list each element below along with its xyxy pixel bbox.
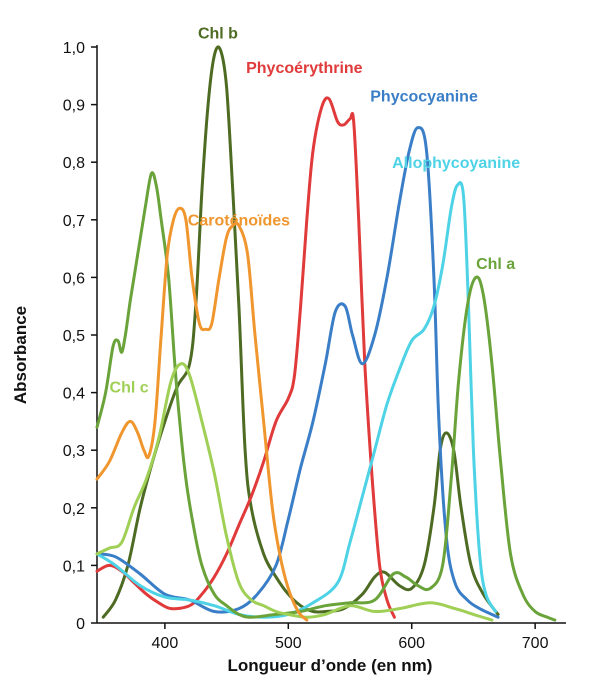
x-tick-label: 500 xyxy=(275,635,302,652)
x-ticks: 400 500 600 700 xyxy=(152,623,549,652)
y-tick-label: 0,6 xyxy=(63,270,85,287)
y-tick-label: 0,2 xyxy=(63,501,85,518)
curve-chl-b xyxy=(101,45,500,619)
y-tick-label: 0,9 xyxy=(63,98,85,115)
axes xyxy=(96,45,566,624)
series-label-phycocyanine: Phycocyanine xyxy=(370,89,478,106)
y-tick-label: 0,1 xyxy=(63,558,85,575)
curve-allophycoyanine xyxy=(95,181,498,619)
curve-chl-c xyxy=(95,362,494,622)
curve-phycoerythrine xyxy=(95,96,396,619)
y-tick-label: 0,7 xyxy=(63,213,85,230)
series-label-chl-c: Chl c xyxy=(110,380,149,397)
curve-carotenoides xyxy=(95,206,309,622)
y-tick-label: 0,5 xyxy=(63,328,85,345)
y-tick-label: 0,8 xyxy=(63,155,85,172)
series-label-carotenoides: Caroténoïdes xyxy=(188,213,290,230)
curve-chl-a xyxy=(95,171,557,622)
series-label-allophycoyanine: Allophycoyanine xyxy=(392,155,520,172)
y-tick-label: 0 xyxy=(76,616,85,633)
x-axis-label: Longueur d’onde (en nm) xyxy=(228,656,433,675)
y-axis-label: Absorbance xyxy=(11,306,30,404)
y-tick-label: 0,3 xyxy=(63,443,85,460)
curve-phycocyanine xyxy=(95,126,500,619)
x-tick-label: 600 xyxy=(398,635,425,652)
y-tick-label: 1,0 xyxy=(63,40,85,57)
x-tick-label: 700 xyxy=(522,635,549,652)
series-label-chl-a: Chl a xyxy=(476,256,515,273)
series-label-phycoerythrine: Phycoérythrine xyxy=(246,60,363,77)
y-tick-label: 0,4 xyxy=(63,386,85,403)
series-label-chl-b: Chl b xyxy=(198,25,238,42)
series-labels: Chl b PhycoérythrinePhycocyanineAllophyco… xyxy=(110,25,521,396)
x-tick-label: 400 xyxy=(152,635,179,652)
curves xyxy=(95,45,557,622)
y-ticks: 0 0,1 0,2 0,3 0,4 0,5 0,6 0,7 0,8 0,9 1,0 xyxy=(63,40,97,633)
